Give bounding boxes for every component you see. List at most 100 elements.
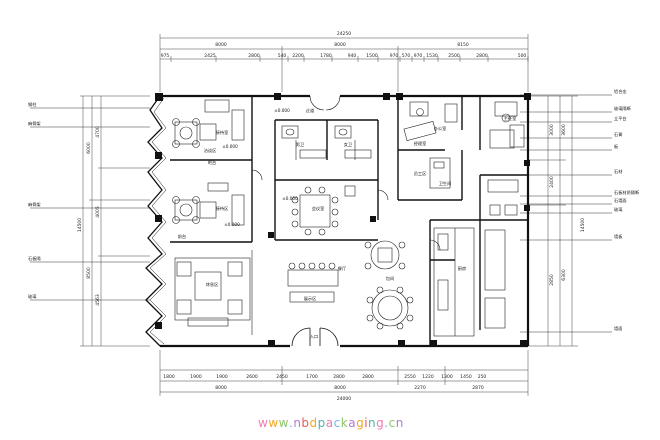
bottom-mid-dim: 2270	[414, 385, 426, 391]
room-label: 女卫	[344, 141, 352, 148]
top-overall-dim: 24250	[337, 31, 351, 37]
room-label: 办公室	[434, 125, 447, 132]
bottom-dimension-chain	[159, 350, 529, 396]
right-callout-label: 石墙面	[614, 197, 627, 204]
right-callout-label: 铝合金	[614, 88, 627, 95]
right-mid-dim-1: 3600	[561, 124, 567, 136]
room-label: 经理室	[414, 140, 427, 146]
right-callout-label: 石板材质隔断	[614, 189, 640, 196]
top-fine-dim: 1500	[366, 53, 378, 59]
bottom-mid-dim: 8000	[215, 385, 227, 391]
watermark-letter: a	[325, 416, 334, 430]
level-mark: ±0.000	[282, 196, 298, 201]
right-callout-leaders	[520, 94, 612, 333]
bottom-fine-dim: 2600	[246, 374, 258, 380]
bottom-fine-dim: 1300	[441, 374, 453, 380]
top-fine-dim: 940	[348, 53, 357, 59]
watermark-letter: w	[268, 416, 279, 430]
top-fine-dim: 970	[414, 53, 423, 59]
left-callout-label: 麻骨架	[28, 201, 41, 208]
left-fine-dim-1: 4700	[95, 126, 101, 138]
room-label: 入口	[310, 334, 318, 339]
left-callout-label: 石板隔	[28, 255, 41, 262]
watermark-letter: n	[293, 416, 302, 430]
right-fine-dim-2: 2400	[549, 176, 555, 188]
bottom-fine-dim: 1900	[216, 374, 228, 380]
level-mark: ±0.000	[222, 144, 238, 149]
room-label: 接待区	[216, 205, 229, 212]
left-callout-label: 钢柱	[28, 101, 37, 108]
watermark-letter: c	[388, 416, 396, 430]
bottom-fine-dim: 250	[478, 374, 487, 380]
left-dimension-chain	[80, 95, 150, 347]
right-callout-label: 墙面	[614, 325, 622, 332]
room-label: 员工区	[414, 171, 427, 177]
top-fine-dim: 2500	[448, 53, 460, 59]
top-mid-dim: 8150	[457, 42, 469, 48]
kitchen-fixtures	[433, 227, 506, 337]
left-callout-label: 玻璃	[28, 293, 36, 300]
watermark-letter: p	[317, 416, 326, 430]
right-fine-dim-3: 2850	[549, 274, 555, 286]
room-label: 休息区	[206, 281, 219, 288]
watermark-letter: k	[340, 416, 349, 430]
dining-tables	[287, 240, 414, 330]
top-fine-dim: 570	[402, 53, 411, 59]
right-callout-label: 玻璃	[614, 206, 622, 213]
watermark-letter: n	[395, 416, 404, 430]
right-overall-dim: 14500	[580, 218, 586, 232]
left-mid-dim-1: 6000	[86, 142, 92, 154]
interior-doors	[251, 95, 441, 251]
left-callout-label: 麻骨架	[28, 120, 41, 127]
top-mid-dim: 8000	[334, 42, 346, 48]
left-callout-leaders	[30, 107, 150, 301]
room-label: 卫生间	[439, 180, 452, 187]
watermark-letter: g	[376, 416, 385, 430]
watermark-letter: g	[356, 416, 365, 430]
room-label: 餐厅	[338, 265, 346, 272]
watermark-letter: b	[301, 416, 310, 430]
watermark-letter: n	[368, 416, 377, 430]
sofa-set-1	[172, 99, 245, 148]
level-mark: ±0.000	[224, 222, 240, 227]
structural-columns	[155, 93, 531, 347]
watermark-letter: a	[348, 416, 357, 430]
watermark-letter: c	[333, 416, 341, 430]
room-label: 会议室	[312, 205, 325, 212]
bottom-overall-dim: 24000	[337, 396, 351, 402]
room-label: 包间	[386, 275, 394, 282]
right-callout-label: 板	[614, 143, 619, 150]
bottom-mid-dim: 2870	[472, 385, 484, 391]
watermark: www.nbdpackaging.cn	[258, 416, 404, 430]
top-fine-dim: 1780	[320, 53, 332, 59]
top-fine-dim: 975	[161, 53, 170, 59]
top-fine-dim: 2800	[248, 53, 260, 59]
room-label: 男卫	[296, 142, 304, 148]
bottom-fine-dim: 1450	[460, 374, 472, 380]
level-mark: ±0.000	[274, 108, 290, 113]
top-fine-dim: 2800	[476, 53, 488, 59]
watermark-letter: i	[364, 416, 369, 430]
room-label: 前台	[178, 233, 186, 240]
right-callout-label: 石膏	[614, 131, 622, 138]
sofa-set-2	[172, 182, 245, 226]
right-callout-label: 立平台	[614, 115, 627, 122]
watermark-letter: w	[258, 416, 269, 430]
room-label: 主任室	[504, 115, 517, 122]
top-fine-dim: 2425	[204, 53, 216, 59]
watermark-letter: w	[278, 416, 289, 430]
top-fine-dim: 2200	[292, 53, 304, 59]
left-overall-dim: 14500	[77, 218, 83, 232]
room-label: 洽谈区	[204, 147, 217, 154]
room-label: 厨房	[458, 265, 466, 272]
bottom-fine-dim: 2550	[404, 374, 416, 380]
bottom-fine-dim: 1220	[422, 374, 434, 380]
bottom-mid-dim: 8000	[334, 385, 346, 391]
office-desks	[403, 101, 525, 216]
room-label: 接待室	[216, 129, 229, 136]
watermark-letter: d	[309, 416, 318, 430]
bottom-fine-dim: 2800	[333, 374, 345, 380]
top-mid-dim: 8000	[215, 42, 227, 48]
lounge-set	[174, 250, 253, 335]
right-callout-label: 石材	[614, 168, 622, 175]
